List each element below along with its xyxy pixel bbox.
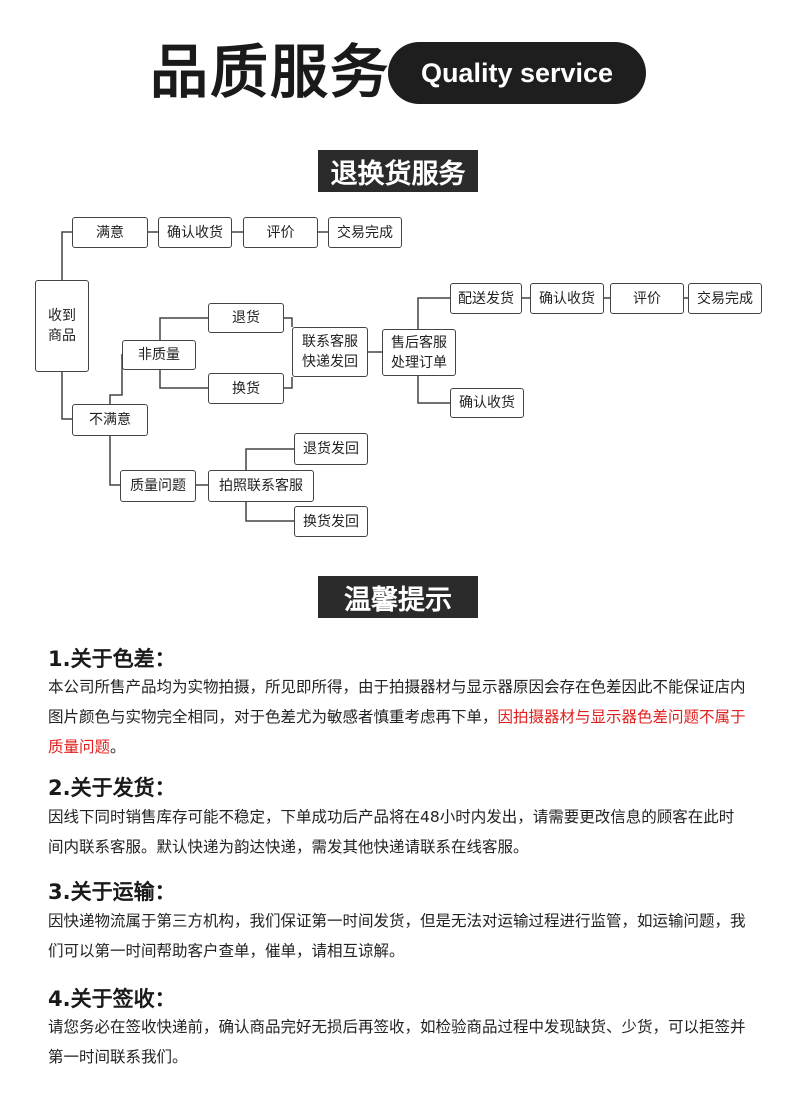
flow-node-return: 退货 — [208, 303, 284, 333]
flow-node-confirm-receipt-3: 确认收货 — [450, 388, 524, 418]
flow-node-review-2: 评价 — [610, 283, 684, 314]
flow-node-after-sales-line2: 处理订单 — [391, 354, 447, 371]
flow-node-receive-line1: 收到 — [48, 308, 76, 324]
flow-node-confirm-receipt: 确认收货 — [158, 217, 232, 248]
tip-body-color: 本公司所售产品均为实物拍摄，所见即所得，由于拍摄器材与显示器原因会存在色差因此不… — [48, 672, 748, 762]
flow-node-after-sales-line1: 售后客服 — [391, 334, 447, 351]
tip-body-color-tail: 。 — [110, 738, 126, 756]
flow-node-trade-complete-2: 交易完成 — [688, 283, 762, 314]
flow-node-exchange: 换货 — [208, 373, 284, 404]
tip-body-shipping: 因线下同时销售库存可能不稳定，下单成功后产品将在48小时内发出，请需要更改信息的… — [48, 808, 735, 856]
flow-node-receive-line2: 商品 — [48, 328, 76, 344]
tip-body-color-text: 本公司所售产品均为实物拍摄，所见即所得，由于拍摄器材与显示器原因会存在色差因此不… — [48, 678, 746, 726]
flow-node-trade-complete: 交易完成 — [328, 217, 402, 248]
flow-node-exchange-ship-back: 换货发回 — [294, 506, 368, 537]
tip-body-signing: 请您务必在签收快递前，确认商品完好无损后再签收，如检验商品过程中发现缺货、少货，… — [48, 1018, 746, 1066]
page-title: 品质服务 — [150, 38, 391, 106]
flow-node-photo-contact: 拍照联系客服 — [208, 470, 314, 502]
tip-body-transport: 因快递物流属于第三方机构，我们保证第一时间发货，但是无法对运输过程进行监管，如运… — [48, 912, 746, 960]
flow-node-contact-line2: 快递发回 — [302, 354, 358, 370]
flow-node-receive-goods: 收到 商品 — [35, 280, 89, 372]
flow-node-after-sales: 售后客服 处理订单 — [382, 329, 456, 376]
tip-body-color-highlight: 因拍摄器材与显示器色差问题不属于质量问题 — [48, 708, 746, 756]
flow-node-satisfied: 满意 — [72, 217, 148, 248]
flow-node-review: 评价 — [243, 217, 318, 248]
return-exchange-banner: 退换货服务 — [318, 150, 478, 192]
tip-heading-signing: 4.关于签收： — [48, 987, 176, 1011]
flow-node-quality-issue: 质量问题 — [120, 470, 196, 502]
tip-heading-color: 1.关于色差： — [48, 647, 176, 671]
tip-heading-transport: 3.关于运输： — [48, 880, 176, 904]
flow-node-return-ship-back: 退货发回 — [294, 433, 368, 465]
flow-node-confirm-receipt-2: 确认收货 — [530, 283, 604, 314]
flow-node-unsatisfied: 不满意 — [72, 404, 148, 436]
tips-banner: 温馨提示 — [318, 576, 478, 618]
flow-node-ship: 配送发货 — [450, 283, 522, 314]
tip-heading-shipping: 2.关于发货： — [48, 776, 176, 800]
quality-service-badge: Quality service — [388, 42, 646, 104]
flow-node-contact-service: 联系客服 快递发回 — [292, 327, 368, 377]
flow-node-non-quality: 非质量 — [122, 340, 196, 370]
flow-node-contact-line1: 联系客服 — [302, 334, 358, 350]
